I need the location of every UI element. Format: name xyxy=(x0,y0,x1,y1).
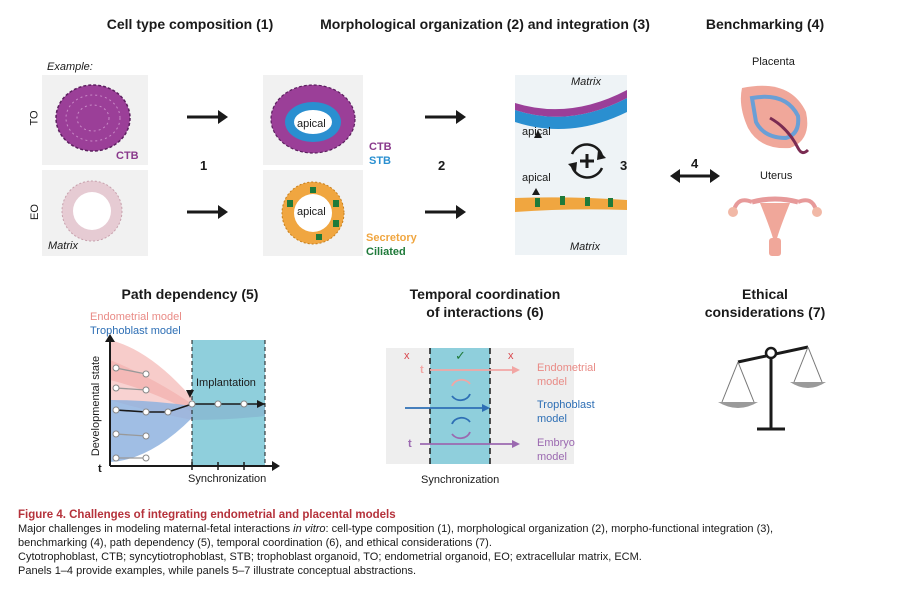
apical-label-to: apical xyxy=(297,118,326,130)
endometrial-layer-icon xyxy=(515,196,627,212)
ctb-legend: CTB xyxy=(369,141,392,153)
heading-cell-type: Cell type composition (1) xyxy=(106,16,274,32)
secretory-legend: Secretory xyxy=(366,232,417,244)
ciliated-legend: Ciliated xyxy=(366,246,406,258)
placenta-label: Placenta xyxy=(752,56,795,68)
heading-ethical-line1: Ethical xyxy=(742,286,788,302)
caption-line-4: Panels 1–4 provide examples, while panel… xyxy=(18,565,417,577)
implantation-label: Implantation xyxy=(196,377,256,389)
heading-path-dependency: Path dependency (5) xyxy=(121,286,259,302)
apical-label-integration-bottom: apical xyxy=(522,172,551,184)
uterus-icon xyxy=(728,196,822,256)
check-mark: ✓ xyxy=(455,348,466,363)
caption-line-1: Major challenges in modeling maternal-fe… xyxy=(18,523,908,537)
step-4-label: 4 xyxy=(691,156,699,171)
trophoblast-layer-icon xyxy=(515,90,627,130)
temporal-embryo-label: Embryo model xyxy=(537,437,575,463)
heading-temporal-line2: of interactions (6) xyxy=(426,304,544,320)
temporal-tropho-label: Trophoblast model xyxy=(537,399,595,425)
endometrial-model-label: Endometrial model xyxy=(90,311,182,323)
matrix-top-label: Matrix xyxy=(571,76,601,88)
caption-line-1-pre: Major challenges in modeling maternal-fe… xyxy=(18,523,294,535)
temporal-t-embryo: t xyxy=(408,438,412,450)
heading-ethical-line2: considerations (7) xyxy=(704,304,826,320)
step-2-label: 2 xyxy=(438,158,446,173)
to-organoid-icon xyxy=(55,84,131,152)
integration-plus-icon xyxy=(568,143,606,179)
uterus-label: Uterus xyxy=(760,170,793,182)
caption-line-2: benchmarking (4), path dependency (5), t… xyxy=(18,537,492,549)
heading-benchmarking: Benchmarking (4) xyxy=(705,16,825,32)
apical-label-integration-top: apical xyxy=(522,126,551,138)
trophoblast-model-label: Trophoblast model xyxy=(90,325,181,337)
heading-morphology: Morphological organization (2) and integ… xyxy=(320,16,650,32)
caption-line-1-em: in vitro xyxy=(293,523,326,535)
stb-legend: STB xyxy=(369,155,391,167)
caption-line-1-post: : cell-type composition (1), morphologic… xyxy=(325,523,774,535)
temporal-xlabel: Synchronization xyxy=(421,474,500,486)
caption-line-3: Cytotrophoblast, CTB; syncytiotrophoblas… xyxy=(18,551,642,563)
to-organized-icon xyxy=(270,84,356,154)
matrix-bottom-label: Matrix xyxy=(570,241,600,253)
heading-temporal-line1: Temporal coordination xyxy=(409,286,561,302)
x-right-mark: x xyxy=(508,350,514,362)
eo-organoid-icon xyxy=(61,180,123,242)
path-t-label: t xyxy=(98,463,102,475)
apical-label-eo: apical xyxy=(297,206,326,218)
path-xlabel: Synchronization xyxy=(188,473,267,485)
x-left-mark: x xyxy=(404,350,410,362)
placenta-icon xyxy=(740,85,810,155)
temporal-t-endo: t xyxy=(420,364,424,376)
example-label: Example: xyxy=(47,61,93,73)
temporal-endo-label: Endometrial model xyxy=(537,362,596,388)
step-3-label: 3 xyxy=(620,158,628,173)
figure-title: Figure 4. Challenges of integrating endo… xyxy=(18,509,396,521)
eo-organized-icon xyxy=(281,181,345,245)
ctb-label: CTB xyxy=(116,150,139,162)
step-1-label: 1 xyxy=(200,158,208,173)
matrix-label: Matrix xyxy=(48,240,78,252)
